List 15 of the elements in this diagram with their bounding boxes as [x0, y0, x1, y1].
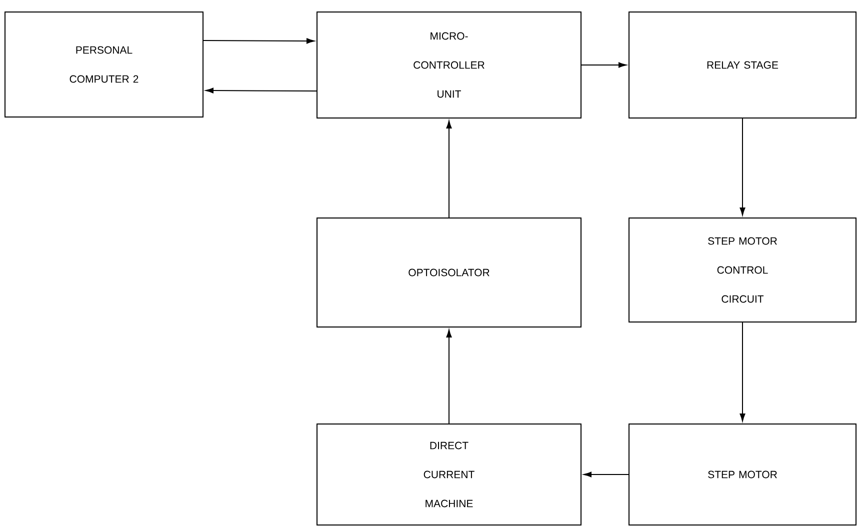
- arrow: [581, 62, 626, 68]
- arrow: [740, 118, 746, 216]
- arrow: [203, 38, 314, 44]
- arrow: [446, 120, 452, 218]
- block-box: OPTOISOLATOR: [316, 218, 582, 328]
- arrow: [740, 322, 746, 422]
- block-box: DIRECT CURRENT MACHINE: [316, 424, 582, 526]
- block-box: STEP MOTOR: [628, 424, 857, 526]
- block-box: STEP MOTOR CONTROL CIRCUIT: [628, 218, 857, 322]
- arrow: [206, 88, 317, 94]
- block-box: RELAY STAGE: [628, 12, 857, 118]
- block-box: MICRO- CONTROLLER UNIT: [316, 12, 582, 118]
- arrow: [584, 472, 629, 478]
- block-box: PERSONAL COMPUTER 2: [4, 12, 204, 118]
- arrow: [446, 330, 452, 424]
